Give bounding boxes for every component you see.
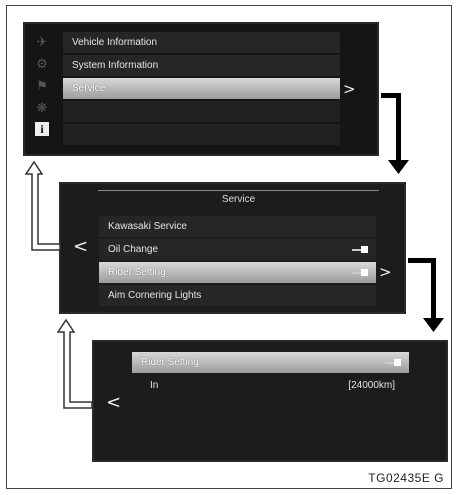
menu-item-service[interactable]: Service xyxy=(63,78,340,99)
menu-item-empty xyxy=(63,124,340,145)
list-item-label: Oil Change xyxy=(108,244,159,255)
rider-setting-header[interactable]: Rider Setting xyxy=(132,352,409,373)
list-item-aim-cornering-lights[interactable]: Aim Cornering Lights xyxy=(99,285,376,306)
back-arrow-icon xyxy=(24,160,61,251)
list-item-label: Rider Setting xyxy=(108,267,166,278)
chevron-left-icon[interactable]: < xyxy=(106,392,122,413)
list-item-label: Kawasaki Service xyxy=(108,221,187,232)
rider-setting-row[interactable]: In [24000km] xyxy=(132,375,409,396)
forward-arrow-line xyxy=(431,258,436,320)
chevron-right-icon[interactable]: > xyxy=(343,80,356,98)
menu-item-label: Vehicle Information xyxy=(72,37,158,48)
menu-item-label: System Information xyxy=(72,60,159,71)
toggle-icon[interactable] xyxy=(352,246,368,253)
menu-sidebar: ✈ ⚙ ⚑ ❋ i xyxy=(33,34,55,136)
figure-frame xyxy=(6,5,452,489)
forward-arrow-line xyxy=(396,93,401,165)
menu-item-system-information[interactable]: System Information xyxy=(63,55,340,76)
row-value: [24000km] xyxy=(348,380,395,391)
arrow-down-icon xyxy=(388,160,409,174)
rider-setting-header-label: Rider Setting xyxy=(141,357,199,368)
system-icon[interactable]: ⚙ xyxy=(36,56,48,71)
info-icon[interactable]: i xyxy=(35,122,49,136)
row-label: In xyxy=(150,380,159,391)
list-item-kawasaki-service[interactable]: Kawasaki Service xyxy=(99,216,376,237)
service-title: Service xyxy=(98,190,379,209)
toggle-icon[interactable] xyxy=(385,359,401,366)
service-icon[interactable]: ⚑ xyxy=(36,78,48,93)
chevron-right-icon[interactable]: > xyxy=(379,263,392,281)
service-list: Kawasaki Service Oil Change Rider Settin… xyxy=(99,216,376,308)
vehicle-icon[interactable]: ✈ xyxy=(36,34,48,49)
service-screen: Service < Kawasaki Service Oil Change Ri… xyxy=(59,182,406,314)
toggle-icon[interactable] xyxy=(352,269,368,276)
main-menu-screen: ✈ ⚙ ⚑ ❋ i Vehicle Information System Inf… xyxy=(23,22,379,156)
forward-arrow-line xyxy=(381,93,401,98)
chevron-left-icon[interactable]: < xyxy=(73,236,89,257)
main-menu-list: Vehicle Information System Information S… xyxy=(63,32,340,147)
menu-item-vehicle-information[interactable]: Vehicle Information xyxy=(63,32,340,53)
figure-caption: TG02435E G xyxy=(368,471,444,485)
forward-arrow-line xyxy=(408,258,436,263)
menu-item-label: Service xyxy=(72,83,106,94)
back-arrow-icon xyxy=(56,318,93,409)
rider-setting-screen: < Rider Setting In [24000km] xyxy=(92,340,448,462)
menu-item-empty xyxy=(63,101,340,122)
gear-icon[interactable]: ❋ xyxy=(36,100,48,115)
list-item-rider-setting[interactable]: Rider Setting xyxy=(99,262,376,283)
rider-setting-list: Rider Setting In [24000km] xyxy=(132,352,409,398)
arrow-down-icon xyxy=(423,318,444,332)
list-item-label: Aim Cornering Lights xyxy=(108,290,202,301)
list-item-oil-change[interactable]: Oil Change xyxy=(99,239,376,260)
